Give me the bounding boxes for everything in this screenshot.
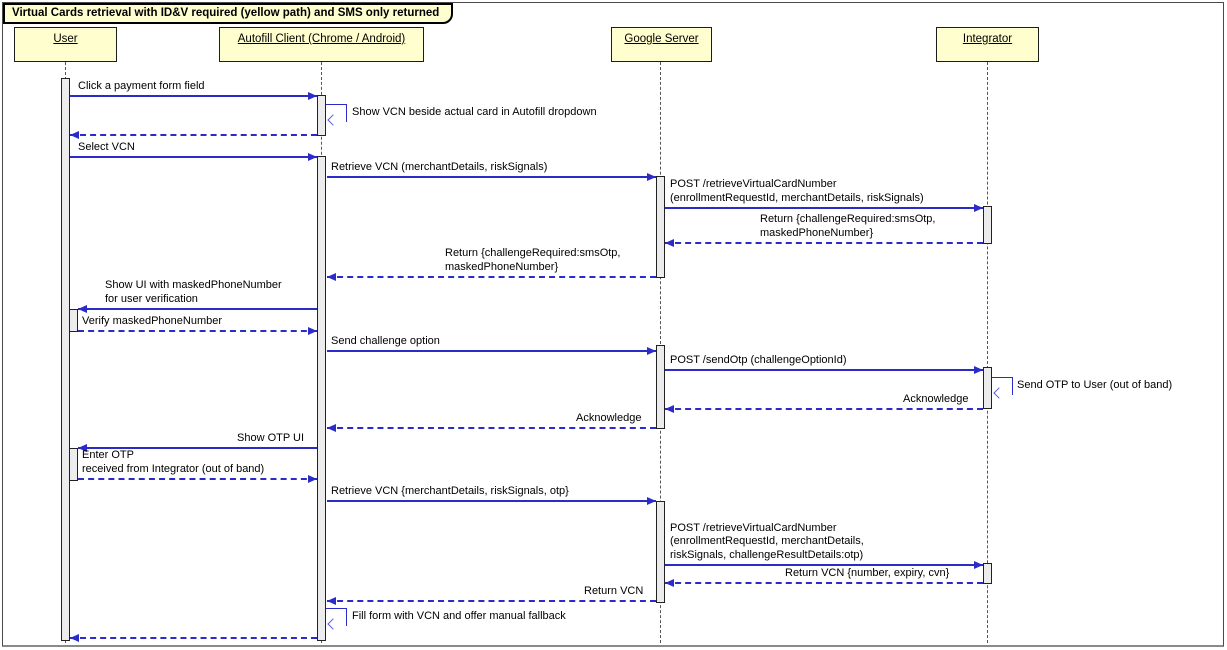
message-arrowhead xyxy=(308,91,317,100)
message-label: Return VCN {number, expiry, cvn} xyxy=(785,566,950,579)
message-arrow xyxy=(327,176,656,178)
message-arrow xyxy=(327,600,656,602)
activation-bar-google xyxy=(656,345,665,429)
message-arrowhead xyxy=(665,404,674,413)
message-arrowhead xyxy=(78,304,87,313)
message-arrowhead xyxy=(327,423,336,432)
message-label: Acknowledge xyxy=(903,392,969,405)
message-arrowhead xyxy=(308,474,317,483)
message-arrow xyxy=(70,156,317,158)
message-arrowhead xyxy=(70,633,79,642)
message-arrow xyxy=(665,564,983,566)
message-label: Return {challengeRequired:smsOtp, masked… xyxy=(760,213,936,239)
activation-bar-user xyxy=(69,448,78,481)
message-label: POST /retrieveVirtualCardNumber (enrollm… xyxy=(670,178,924,204)
activation-bar-google xyxy=(656,501,665,603)
message-arrow xyxy=(327,500,656,502)
actor-box-autofill: Autofill Client (Chrome / Android) xyxy=(219,27,424,62)
actor-box-google: Google Server xyxy=(611,27,712,62)
message-arrowhead xyxy=(974,365,983,374)
message-arrow xyxy=(665,582,983,584)
actor-box-user: User xyxy=(14,27,117,62)
message-arrowhead xyxy=(327,272,336,281)
message-arrowhead xyxy=(308,326,317,335)
message-label: Return VCN xyxy=(584,584,644,597)
activation-bar-autofill xyxy=(317,156,326,641)
message-arrow xyxy=(665,369,983,371)
message-arrow xyxy=(70,134,317,136)
message-arrowhead xyxy=(70,130,79,139)
self-message-arrow xyxy=(1012,377,1013,395)
message-arrow xyxy=(327,427,656,429)
message-arrow xyxy=(78,330,317,332)
message-arrowhead xyxy=(647,172,656,181)
self-message-arrow xyxy=(346,104,347,122)
message-label: Show VCN beside actual card in Autofill … xyxy=(352,106,597,118)
message-arrowhead xyxy=(647,496,656,505)
message-arrow xyxy=(665,242,983,244)
message-arrow xyxy=(327,276,656,278)
message-label: POST /retrieveVirtualCardNumber (enrollm… xyxy=(670,521,864,561)
activation-bar-google xyxy=(656,176,665,278)
self-message-arrow xyxy=(992,377,1012,378)
message-label: Retrieve VCN (merchantDetails, riskSigna… xyxy=(331,160,548,173)
actor-box-integrator: Integrator xyxy=(936,27,1039,62)
message-label: Fill form with VCN and offer manual fall… xyxy=(352,610,566,622)
self-message-arrow xyxy=(326,104,346,105)
message-arrow xyxy=(78,478,317,480)
activation-bar-integrator xyxy=(983,206,992,244)
message-label: Select VCN xyxy=(78,140,135,153)
message-arrowhead xyxy=(308,152,317,161)
message-arrow xyxy=(327,350,656,352)
message-label: Verify maskedPhoneNumber xyxy=(82,314,223,327)
message-arrowhead xyxy=(974,560,983,569)
message-arrowhead xyxy=(78,443,87,452)
message-label: Click a payment form field xyxy=(78,79,205,92)
message-label: Send OTP to User (out of band) xyxy=(1017,379,1173,391)
self-message-arrow xyxy=(326,608,346,609)
message-arrow xyxy=(70,95,317,97)
message-arrowhead xyxy=(665,238,674,247)
message-arrow xyxy=(78,447,317,449)
message-label: Acknowledge xyxy=(576,411,642,424)
message-arrow xyxy=(665,408,983,410)
message-label: POST /sendOtp (challengeOptionId) xyxy=(670,353,847,366)
message-arrowhead xyxy=(974,203,983,212)
message-arrowhead xyxy=(327,596,336,605)
message-label: Enter OTP received from Integrator (out … xyxy=(82,449,265,475)
diagram-title: Virtual Cards retrieval with ID&V requir… xyxy=(3,3,454,24)
actor-label-autofill: Autofill Client (Chrome / Android) xyxy=(237,33,406,45)
activation-bar-user xyxy=(69,309,78,332)
message-label: Show OTP UI xyxy=(237,431,305,444)
message-label: Show UI with maskedPhoneNumber for user … xyxy=(105,279,282,305)
message-label: Return {challengeRequired:smsOtp, masked… xyxy=(445,247,621,273)
activation-bar-integrator xyxy=(983,563,992,584)
message-label: Retrieve VCN {merchantDetails, riskSigna… xyxy=(331,484,569,497)
lifeline-integrator xyxy=(987,62,988,643)
message-arrowhead xyxy=(665,578,674,587)
message-label: Send challenge option xyxy=(331,334,440,347)
message-arrow xyxy=(70,637,317,639)
activation-bar-integrator xyxy=(983,367,992,409)
actor-label-user: User xyxy=(53,33,78,45)
actor-label-integrator: Integrator xyxy=(962,33,1013,45)
message-arrow xyxy=(665,207,983,209)
message-arrow xyxy=(78,308,317,310)
self-message-arrow xyxy=(346,608,347,626)
activation-bar-user xyxy=(61,78,70,641)
message-arrowhead xyxy=(647,346,656,355)
actor-label-google: Google Server xyxy=(624,33,699,45)
activation-bar-autofill xyxy=(317,95,326,136)
